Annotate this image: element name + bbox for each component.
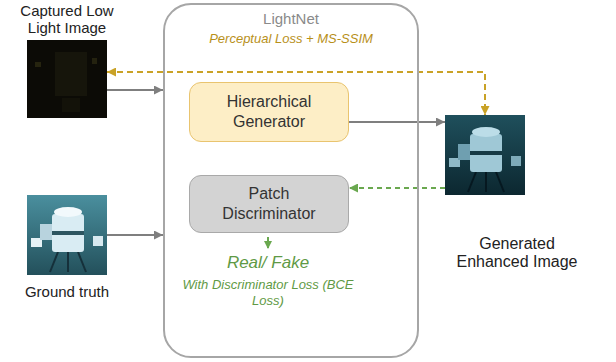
photo-ground — [445, 115, 525, 195]
photo-shape — [93, 236, 103, 246]
photo-shape — [470, 134, 502, 172]
leader-line — [267, 237, 269, 249]
photo-frame: Captured Low Light Image — [27, 40, 107, 118]
process-label: Hierarchical Generator — [190, 92, 348, 132]
network-container: LightNetPerceptual Loss + MS-SSIM Real/ F… — [163, 3, 419, 358]
output-label: Real/ Fake — [179, 253, 357, 273]
process-box: Patch Discriminator — [189, 175, 349, 233]
connector-arrow — [349, 121, 445, 123]
photo-frame: Generated Enhanced Image — [445, 115, 525, 195]
photo-shape — [78, 252, 86, 272]
photo-shape — [470, 151, 502, 155]
photo-shape — [52, 231, 84, 235]
photo-shape — [50, 252, 58, 272]
ground-truth-photo — [27, 195, 107, 275]
photo-label: Generated Enhanced Image — [447, 235, 587, 271]
connector-arrow — [107, 89, 163, 91]
photo-ground — [27, 195, 107, 275]
photo-shape — [67, 252, 69, 272]
photo-shape — [468, 172, 476, 192]
process-label: Patch Discriminator — [190, 184, 348, 224]
photo-shape — [54, 207, 82, 217]
photo-shape — [458, 144, 472, 160]
generated-photo — [445, 115, 525, 195]
photo-frame: Ground truth — [27, 195, 107, 275]
low-light-photo — [27, 40, 107, 118]
process-box: Hierarchical Generator — [189, 82, 349, 142]
loss-note: With Discriminator Loss (BCE Loss) — [179, 277, 357, 309]
connector-arrow — [107, 234, 163, 236]
photo-shape — [472, 127, 500, 137]
photo-shape — [52, 214, 84, 252]
photo-shape — [62, 98, 80, 112]
photo-label: Ground truth — [2, 283, 132, 300]
photo-label: Captured Low Light Image — [5, 2, 129, 36]
photo-shape — [55, 52, 87, 96]
photo-shape — [485, 172, 487, 192]
loss-note: Perceptual Loss + MS-SSIM — [165, 31, 417, 47]
connector-arrow — [349, 187, 445, 189]
photo-ground — [27, 40, 107, 118]
photo-shape — [40, 224, 54, 240]
photo-shape — [92, 58, 97, 64]
photo-shape — [35, 62, 41, 67]
container-title: LightNet — [165, 10, 417, 28]
photo-shape — [496, 172, 504, 192]
photo-shape — [511, 156, 521, 166]
